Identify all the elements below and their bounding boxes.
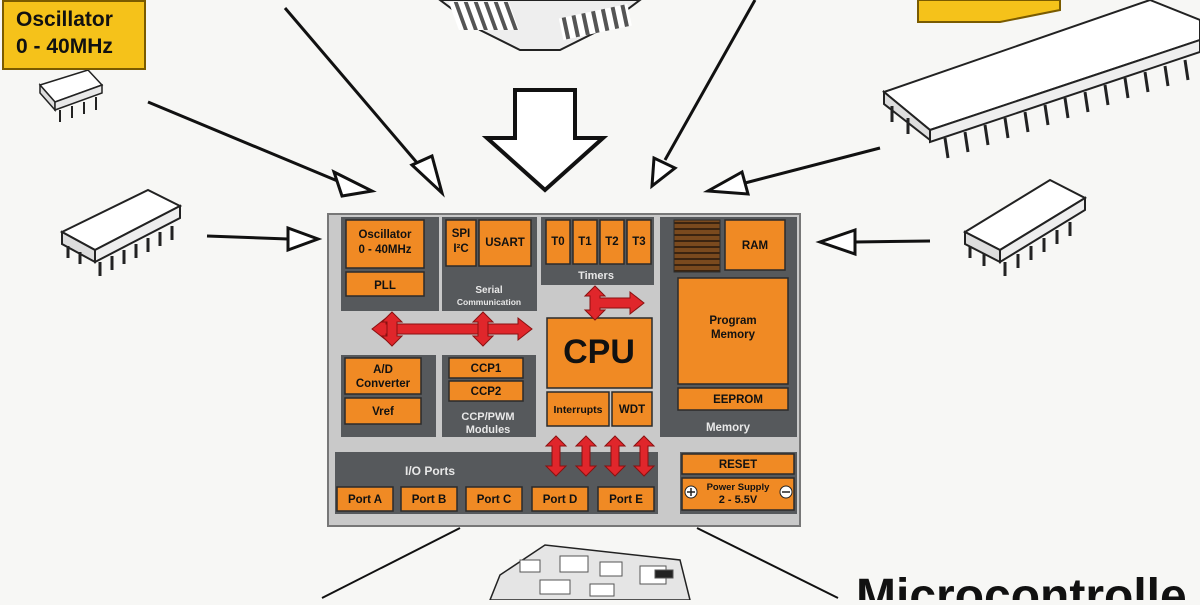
ad-label-1: A/D xyxy=(373,364,393,376)
microcontroller-caption: Microcontrolle xyxy=(856,570,1187,600)
callout-line-2: 0 - 40MHz xyxy=(16,35,113,58)
power-supply-label-1: Power Supply xyxy=(707,482,771,493)
serial-label-1: Serial xyxy=(475,285,502,296)
qfp-chip-icon xyxy=(438,0,642,51)
pointer-arrows xyxy=(147,0,931,257)
ram-label: RAM xyxy=(742,240,768,252)
callout-line-1: Oscillator xyxy=(16,8,113,31)
port-b-label: Port B xyxy=(412,494,447,506)
port-a-block xyxy=(336,486,394,512)
cpu-block xyxy=(546,317,653,389)
dip-chip-large-icon xyxy=(881,0,1200,159)
bus-arrows xyxy=(371,285,656,477)
ad-converter-block xyxy=(344,357,422,395)
t2-label: T2 xyxy=(605,236,618,248)
t1-block xyxy=(572,219,598,265)
serial-label-2: Communication xyxy=(457,297,521,307)
port-b-block xyxy=(400,486,458,512)
yellow-callout-partial xyxy=(917,0,1061,23)
port-e-block xyxy=(597,486,655,512)
io-ports-label: I/O Ports xyxy=(405,464,455,478)
program-memory-label-1: Program xyxy=(709,315,756,327)
port-e-label: Port E xyxy=(609,494,643,506)
pll-label: PLL xyxy=(374,280,396,292)
dip-chip-right-icon xyxy=(962,178,1088,276)
interrupts-label: Interrupts xyxy=(553,404,602,416)
oscillator-block xyxy=(345,219,425,269)
port-c-block xyxy=(465,486,523,512)
usart-block xyxy=(478,219,532,267)
ccp2-label: CCP2 xyxy=(471,386,502,398)
wdt-block xyxy=(611,391,653,427)
program-memory-label-2: Memory xyxy=(711,329,756,341)
timers-label: Timers xyxy=(578,270,614,282)
pll-block xyxy=(345,271,425,297)
spi-i2c-block xyxy=(445,219,477,267)
ram-block xyxy=(724,219,786,271)
program-memory-block xyxy=(677,277,789,385)
oscillator-callout: Oscillator 0 - 40MHz xyxy=(2,0,146,70)
small-chip-icon xyxy=(38,69,104,122)
wdt-label: WDT xyxy=(619,404,645,416)
eeprom-label: EEPROM xyxy=(713,394,763,406)
spi-label: SPI xyxy=(452,228,471,240)
ccp-pwm-label-1: CCP/PWM xyxy=(461,411,514,423)
t2-block xyxy=(599,219,625,265)
port-a-label: Port A xyxy=(348,494,382,506)
ccp1-block xyxy=(448,357,524,379)
t3-block xyxy=(626,219,652,265)
reset-label: RESET xyxy=(719,459,757,471)
vref-block xyxy=(344,397,422,425)
interrupts-block xyxy=(546,391,610,427)
dip-chip-left-icon xyxy=(59,188,183,276)
vref-label: Vref xyxy=(372,406,394,418)
ccp2-block xyxy=(448,380,524,402)
microcontroller-die: Oscillator 0 - 40MHz PLL SPI I²C USART T… xyxy=(327,213,801,527)
oscillator-label-2: 0 - 40MHz xyxy=(358,244,411,256)
memory-label: Memory xyxy=(706,422,751,434)
port-d-block xyxy=(531,486,589,512)
port-c-label: Port C xyxy=(477,494,512,506)
i2c-label: I²C xyxy=(453,243,468,255)
cpu-label: CPU xyxy=(563,333,635,371)
bottom-layer xyxy=(321,527,839,601)
reset-block xyxy=(681,453,795,475)
big-down-arrow xyxy=(481,88,609,193)
usart-label: USART xyxy=(485,237,525,249)
t0-block xyxy=(545,219,571,265)
ccp1-label: CCP1 xyxy=(471,363,502,375)
power-supply-label-2: 2 - 5.5V xyxy=(719,494,758,506)
eeprom-block xyxy=(677,387,789,411)
t1-label: T1 xyxy=(578,236,592,248)
oscillator-label-1: Oscillator xyxy=(358,229,412,241)
power-supply-block xyxy=(681,477,795,511)
t3-label: T3 xyxy=(632,236,645,248)
ccp-pwm-label-2: Modules xyxy=(466,424,511,436)
ad-label-2: Converter xyxy=(356,378,411,390)
t0-label: T0 xyxy=(551,236,564,248)
striped-block xyxy=(673,219,721,273)
port-d-label: Port D xyxy=(543,494,578,506)
